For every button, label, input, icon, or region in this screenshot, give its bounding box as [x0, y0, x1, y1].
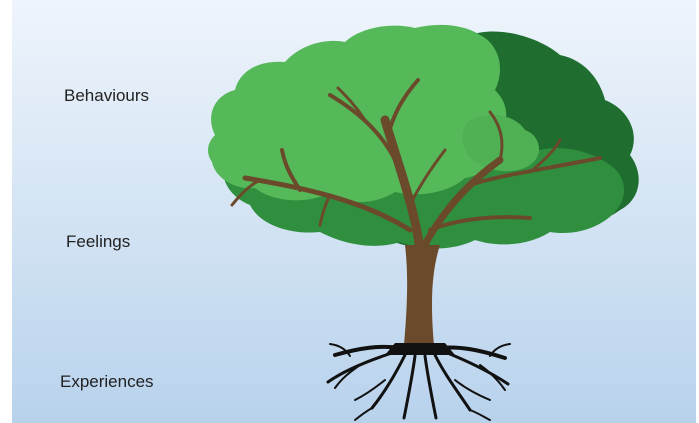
- label-experiences: Experiences: [60, 372, 154, 391]
- label-feelings: Feelings: [66, 232, 131, 251]
- tree-roots: [326, 343, 511, 421]
- tree-branches: [230, 78, 602, 255]
- tree-trunk: [404, 245, 440, 345]
- label-behaviours: Behaviours: [64, 86, 150, 105]
